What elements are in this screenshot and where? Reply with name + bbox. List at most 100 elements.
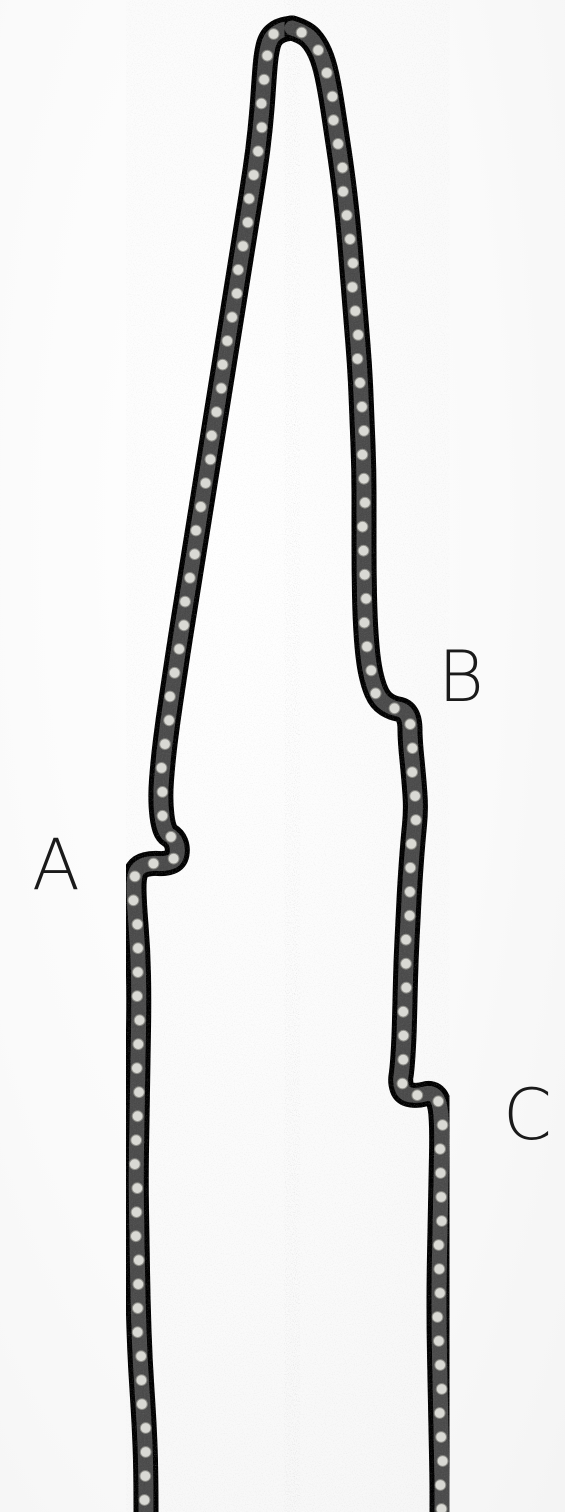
bead [133,1039,144,1050]
bead [432,1312,443,1323]
bead [205,454,216,465]
bead [206,430,217,441]
bead [398,1054,409,1065]
bead [437,1456,448,1467]
bead [160,739,171,750]
bead [132,1327,143,1338]
bead [433,1240,444,1251]
bead [211,407,222,418]
bead [347,282,358,293]
bead [389,703,400,714]
bead [401,934,412,945]
bead [406,839,417,850]
bead [180,596,191,607]
bead [268,29,279,40]
bead [256,98,267,109]
bead [140,1447,151,1458]
bead [348,258,359,269]
bead [359,569,370,580]
bead [370,688,381,699]
bead [352,353,363,364]
bead [355,377,366,388]
bead [200,478,211,489]
label-c: C [503,1080,552,1150]
bead [139,1495,150,1506]
bead [359,617,370,628]
bead [341,210,352,221]
bead [169,667,180,678]
label-a: A [32,830,80,900]
bead [227,312,238,323]
chain-right-strand [292,28,442,1512]
bead [157,787,168,798]
bead [327,91,338,102]
bead [185,573,196,584]
bead [405,719,416,730]
bead [435,1168,446,1179]
bead [217,359,228,370]
bead [397,1078,408,1089]
bead [222,336,233,347]
bead [401,958,412,969]
bead [195,501,206,512]
bead [191,525,202,536]
bead [361,593,372,604]
bead [136,1351,147,1362]
bead [359,473,370,484]
bead [132,1063,143,1074]
bead [357,521,368,532]
bead [179,620,190,631]
bead [437,1120,448,1131]
bead [132,1303,143,1314]
bead [129,1159,140,1170]
bead [238,241,249,252]
bead [434,1264,445,1275]
bead [407,767,418,778]
bead [248,170,259,181]
bead [157,810,168,821]
bead [296,27,307,38]
bead [405,886,416,897]
bead [435,1360,446,1371]
bead [404,910,415,921]
bead [131,1231,142,1242]
bead [233,264,244,275]
bead [189,549,200,560]
bead [164,715,175,726]
bead [360,497,371,508]
bead [321,68,332,79]
bead [411,815,422,826]
chain-right-core [292,28,442,1512]
bead [410,791,421,802]
bead [435,1144,446,1155]
bead [436,1216,447,1227]
bead [130,871,141,882]
bead [362,641,373,652]
bead [366,665,377,676]
bead [333,139,344,150]
bead [132,1183,143,1194]
bead [140,1423,151,1434]
bead [166,831,177,842]
bead [359,425,370,436]
bead [132,919,143,930]
bead [338,186,349,197]
bead [407,743,418,754]
bead [133,1255,144,1266]
bead [165,691,176,702]
bead [401,982,412,993]
bead [168,853,179,864]
label-b: B [438,642,484,712]
bead [259,74,270,85]
bead [137,1399,148,1410]
bead [436,1384,447,1395]
bead [132,1111,143,1122]
bead [328,115,339,126]
bead [253,146,264,157]
bead [398,1030,409,1041]
bead [133,943,144,954]
bead [435,1288,446,1299]
bead [435,1480,446,1491]
bead [132,991,143,1002]
